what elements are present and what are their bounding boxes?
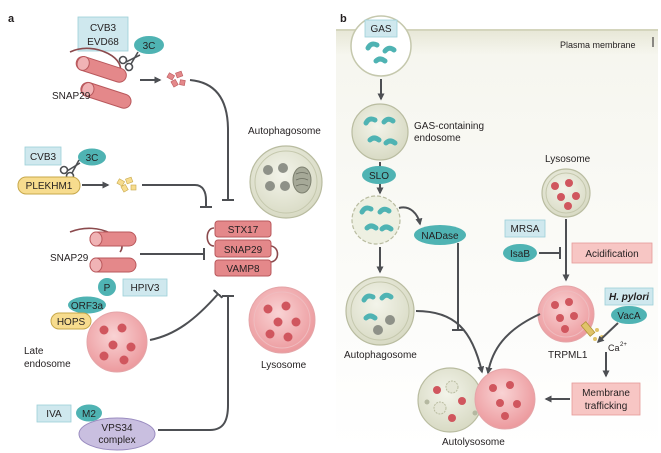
virus-tag-iva: IVA <box>36 404 72 423</box>
svg-text:MRSA: MRSA <box>511 224 540 235</box>
svg-text:HPIV3: HPIV3 <box>131 283 160 294</box>
inhibit-line-mid <box>142 184 206 207</box>
svg-text:CVB3: CVB3 <box>30 152 57 163</box>
phospho-p: P <box>98 278 116 296</box>
autophagosome-a <box>249 145 323 219</box>
snare-stx17: STX17 <box>214 220 272 238</box>
cleaved-fragments-mid <box>116 176 137 193</box>
mrsa-tag: MRSA <box>504 219 546 238</box>
svg-text:SLO: SLO <box>369 171 389 182</box>
inhibit-line-hops <box>149 294 218 341</box>
plekhm1-protein: PLEKHM1 <box>17 176 81 195</box>
vps34-complex: VPS34 complex <box>78 417 156 451</box>
label-autolysosome: Autolysosome <box>442 437 505 448</box>
gas-tag: GAS <box>364 19 398 38</box>
arrow-to-nadase <box>398 206 423 226</box>
virus-tag-cvb3-evd68: CVB3 EVD68 <box>77 16 129 52</box>
svg-text:3C: 3C <box>86 153 99 164</box>
protease-3c-mid: 3C <box>78 148 106 166</box>
label-gas-endosome-2: endosome <box>414 133 461 144</box>
lysosome-a <box>248 286 316 354</box>
svg-text:SNAP29: SNAP29 <box>224 245 263 256</box>
slo-toxin: SLO <box>362 166 396 184</box>
orf3a-protein: ORF3a <box>68 296 106 314</box>
svg-text:Acidification: Acidification <box>585 249 638 260</box>
panel-a-letter: a <box>8 13 15 25</box>
panel-a: a CVB3 EVD68 3C <box>8 13 323 451</box>
panel-b-letter: b <box>340 13 347 25</box>
svg-text:NADase: NADase <box>421 231 459 242</box>
virus-tag-cvb3-2: CVB3 <box>24 146 62 166</box>
label-gas-endosome-1: GAS-containing <box>414 121 484 132</box>
cleaved-fragments-top <box>166 70 186 88</box>
damaged-endosome <box>351 195 401 245</box>
label-plasma-membrane: Plasma membrane <box>560 40 636 50</box>
label-ca: Ca <box>608 343 620 353</box>
arrow-vaca-to-trpml1 <box>596 322 619 344</box>
label-late: Late <box>24 346 44 357</box>
label-ca-sup: 2+ <box>620 342 627 348</box>
snare-complex: STX17 SNAP29 VAMP8 <box>206 220 279 277</box>
scissors-icon-top <box>118 51 141 72</box>
svg-text:trafficking: trafficking <box>585 401 628 412</box>
tag-cvb3: CVB3 <box>90 23 117 34</box>
autophagosome-b <box>345 276 415 346</box>
autolysosome <box>417 367 536 433</box>
snap29-protein-top <box>69 47 132 109</box>
inhibit-line-top <box>189 79 228 200</box>
svg-text:GAS: GAS <box>370 24 391 35</box>
nadase-toxin: NADase <box>414 225 466 245</box>
svg-text:STX17: STX17 <box>228 225 259 236</box>
snare-snap29: SNAP29 <box>214 239 272 258</box>
arrow-autophagosome-to-autolysosome <box>415 310 485 374</box>
panel-b: b Plasma membrane GAS GAS-containing end… <box>336 13 658 450</box>
svg-text:IsaB: IsaB <box>510 249 530 260</box>
label-snap29-mid: SNAP29 <box>50 253 89 264</box>
svg-text:Membrane: Membrane <box>582 388 630 399</box>
snare-vamp8: VAMP8 <box>214 259 272 277</box>
acidification-box: Acidification <box>571 242 653 264</box>
gas-containing-endosome <box>351 103 409 161</box>
svg-text:3C: 3C <box>143 41 156 52</box>
label-autophagosome-b: Autophagosome <box>344 350 417 361</box>
svg-text:H. pylori: H. pylori <box>609 292 649 303</box>
arrow-lysosome-to-autolysosome <box>485 313 541 375</box>
svg-text:complex: complex <box>98 435 135 446</box>
svg-text:P: P <box>104 283 111 294</box>
hops-complex: HOPS <box>50 312 92 330</box>
svg-text:ORF3a: ORF3a <box>71 301 104 312</box>
isab-protein: IsaB <box>503 244 537 262</box>
lysosome-b <box>541 168 591 218</box>
membrane-trafficking-box: Membrane trafficking <box>571 382 641 416</box>
m2-protein: M2 <box>76 404 102 422</box>
inhibit-line-vps34 <box>158 296 228 431</box>
lysosome-trpml1 <box>537 285 596 343</box>
label-endosome: endosome <box>24 359 71 370</box>
vaca-toxin: VacA <box>611 306 647 324</box>
svg-text:VPS34: VPS34 <box>101 423 133 434</box>
label-autophagosome-a: Autophagosome <box>248 126 321 137</box>
svg-text:VacA: VacA <box>617 311 640 322</box>
svg-text:VAMP8: VAMP8 <box>226 264 260 275</box>
late-endosome <box>86 311 148 373</box>
svg-text:HOPS: HOPS <box>57 317 86 328</box>
tag-evd68: EVD68 <box>87 37 119 48</box>
label-lysosome-a: Lysosome <box>261 360 307 371</box>
svg-text:M2: M2 <box>82 409 96 420</box>
h-pylori-tag: H. pylori <box>604 287 654 306</box>
label-snap29-top: SNAP29 <box>52 91 91 102</box>
protease-3c-top: 3C <box>134 36 164 54</box>
label-lysosome-b: Lysosome <box>545 154 591 165</box>
snap29-protein-mid <box>69 227 137 273</box>
svg-text:IVA: IVA <box>46 409 62 420</box>
virus-tag-hpiv3: HPIV3 <box>122 278 168 297</box>
label-plekhm1: PLEKHM1 <box>26 181 73 192</box>
label-trpml1: TRPML1 <box>548 350 588 361</box>
